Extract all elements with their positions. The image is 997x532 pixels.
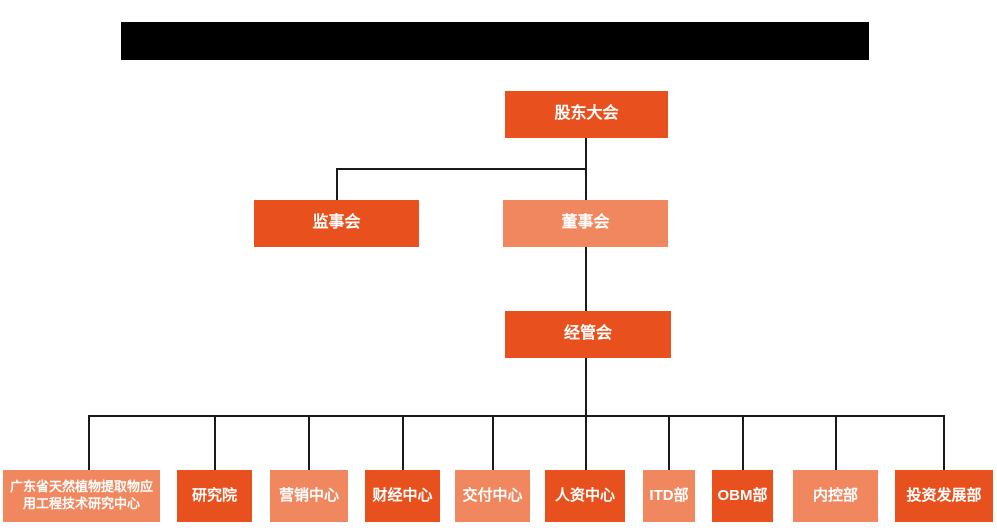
node-supervisory-board: 监事会: [254, 200, 419, 247]
node-management-committee: 经管会: [505, 311, 671, 358]
connector-line: [943, 415, 945, 470]
connector-line: [585, 247, 587, 311]
node-delivery-center: 交付中心: [455, 470, 530, 522]
node-itd-department: ITD部: [643, 470, 695, 522]
node-research-institute: 研究院: [177, 470, 252, 522]
connector-line: [742, 415, 744, 470]
node-internal-control-department: 内控部: [793, 470, 878, 522]
redacted-title-bar: [121, 22, 869, 60]
connector-line: [214, 415, 216, 470]
connector-line: [308, 415, 310, 470]
connector-line: [585, 415, 587, 470]
node-obm-department: OBM部: [712, 470, 773, 522]
node-board-of-directors: 董事会: [503, 200, 668, 247]
node-hr-center: 人资中心: [545, 470, 625, 522]
connector-line: [835, 415, 837, 470]
connector-line: [88, 415, 90, 470]
node-shareholders-meeting: 股东大会: [505, 91, 668, 138]
connector-line: [336, 168, 338, 200]
node-finance-center: 财经中心: [365, 470, 440, 522]
connector-line: [585, 358, 587, 416]
node-marketing-center: 营销中心: [270, 470, 348, 522]
node-investment-development-department: 投资发展部: [895, 470, 993, 522]
connector-line: [336, 168, 587, 170]
connector-line: [402, 415, 404, 470]
connector-line: [668, 415, 670, 470]
node-guangdong-plant-extract-research-center: 广东省天然植物提取物应用工程技术研究中心: [3, 470, 160, 522]
connector-line: [492, 415, 494, 470]
connector-line: [88, 415, 945, 417]
